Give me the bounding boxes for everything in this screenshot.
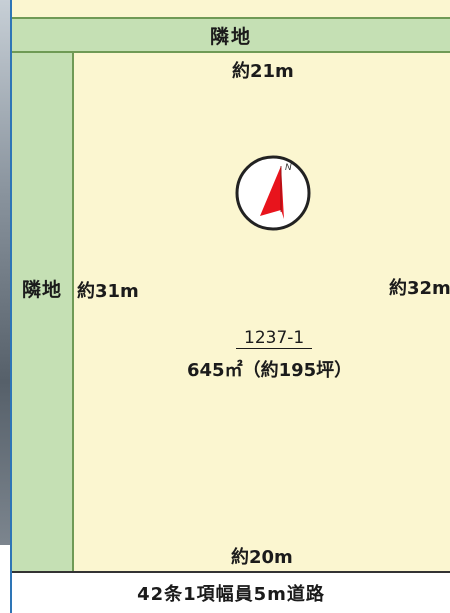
neighbor-top-label: 隣地 xyxy=(209,25,252,48)
compass-needle xyxy=(260,166,284,219)
neighbor-lot-left xyxy=(12,53,74,571)
lot-area-region xyxy=(74,53,450,571)
lot-area: 645㎡（約195坪） xyxy=(187,360,353,381)
north-compass-icon: N xyxy=(235,155,311,231)
road-frontage: 42条1項幅員5m道路 xyxy=(12,571,450,613)
neighbor-lot-top: 隣地 xyxy=(12,17,450,53)
compass-north-label: N xyxy=(285,162,292,172)
left-photo-edge xyxy=(0,0,10,545)
lot-number: 1237-1 xyxy=(236,328,313,349)
road-label: 42条1項幅員5m道路 xyxy=(137,584,325,605)
dimension-left: 約31m xyxy=(77,281,139,302)
dimension-bottom: 約20m xyxy=(231,547,293,568)
dimension-right: 約32m xyxy=(389,278,450,299)
dimension-top: 約21m xyxy=(232,61,294,82)
neighbor-left-label: 隣地 xyxy=(22,279,63,301)
